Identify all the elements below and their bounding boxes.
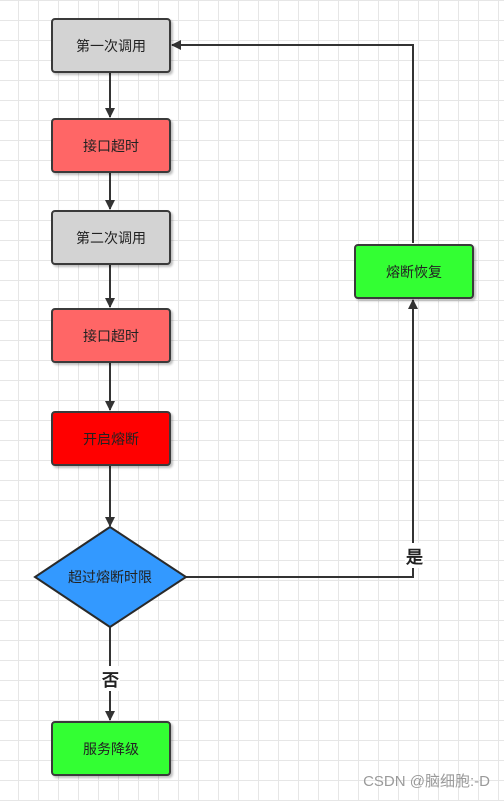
open-breaker-node: 开启熔断 [51, 411, 171, 466]
timeout-2-label: 接口超时 [83, 328, 139, 345]
open-breaker-label: 开启熔断 [83, 431, 139, 448]
first-call-label: 第一次调用 [76, 38, 146, 55]
recover-label: 熔断恢复 [386, 264, 442, 281]
edge-label-no: 否 [101, 666, 120, 691]
second-call-label: 第二次调用 [76, 230, 146, 247]
degrade-label: 服务降级 [83, 741, 139, 758]
first-call-node: 第一次调用 [51, 18, 171, 73]
edge-recover-to-first [171, 40, 414, 243]
watermark-text: CSDN @脑细胞:-D [363, 773, 490, 790]
timeout-1-label: 接口超时 [83, 138, 139, 155]
degrade-node: 服务降级 [51, 721, 171, 776]
second-call-node: 第二次调用 [51, 210, 171, 265]
decision-diamond [33, 525, 188, 629]
timeout-2-node: 接口超时 [51, 308, 171, 363]
decision-label: 超过熔断时限 [68, 570, 152, 586]
edge-decision-to-recover [186, 299, 418, 578]
timeout-1-node: 接口超时 [51, 118, 171, 173]
recover-node: 熔断恢复 [354, 244, 474, 299]
edge-label-yes: 是 [405, 543, 424, 568]
